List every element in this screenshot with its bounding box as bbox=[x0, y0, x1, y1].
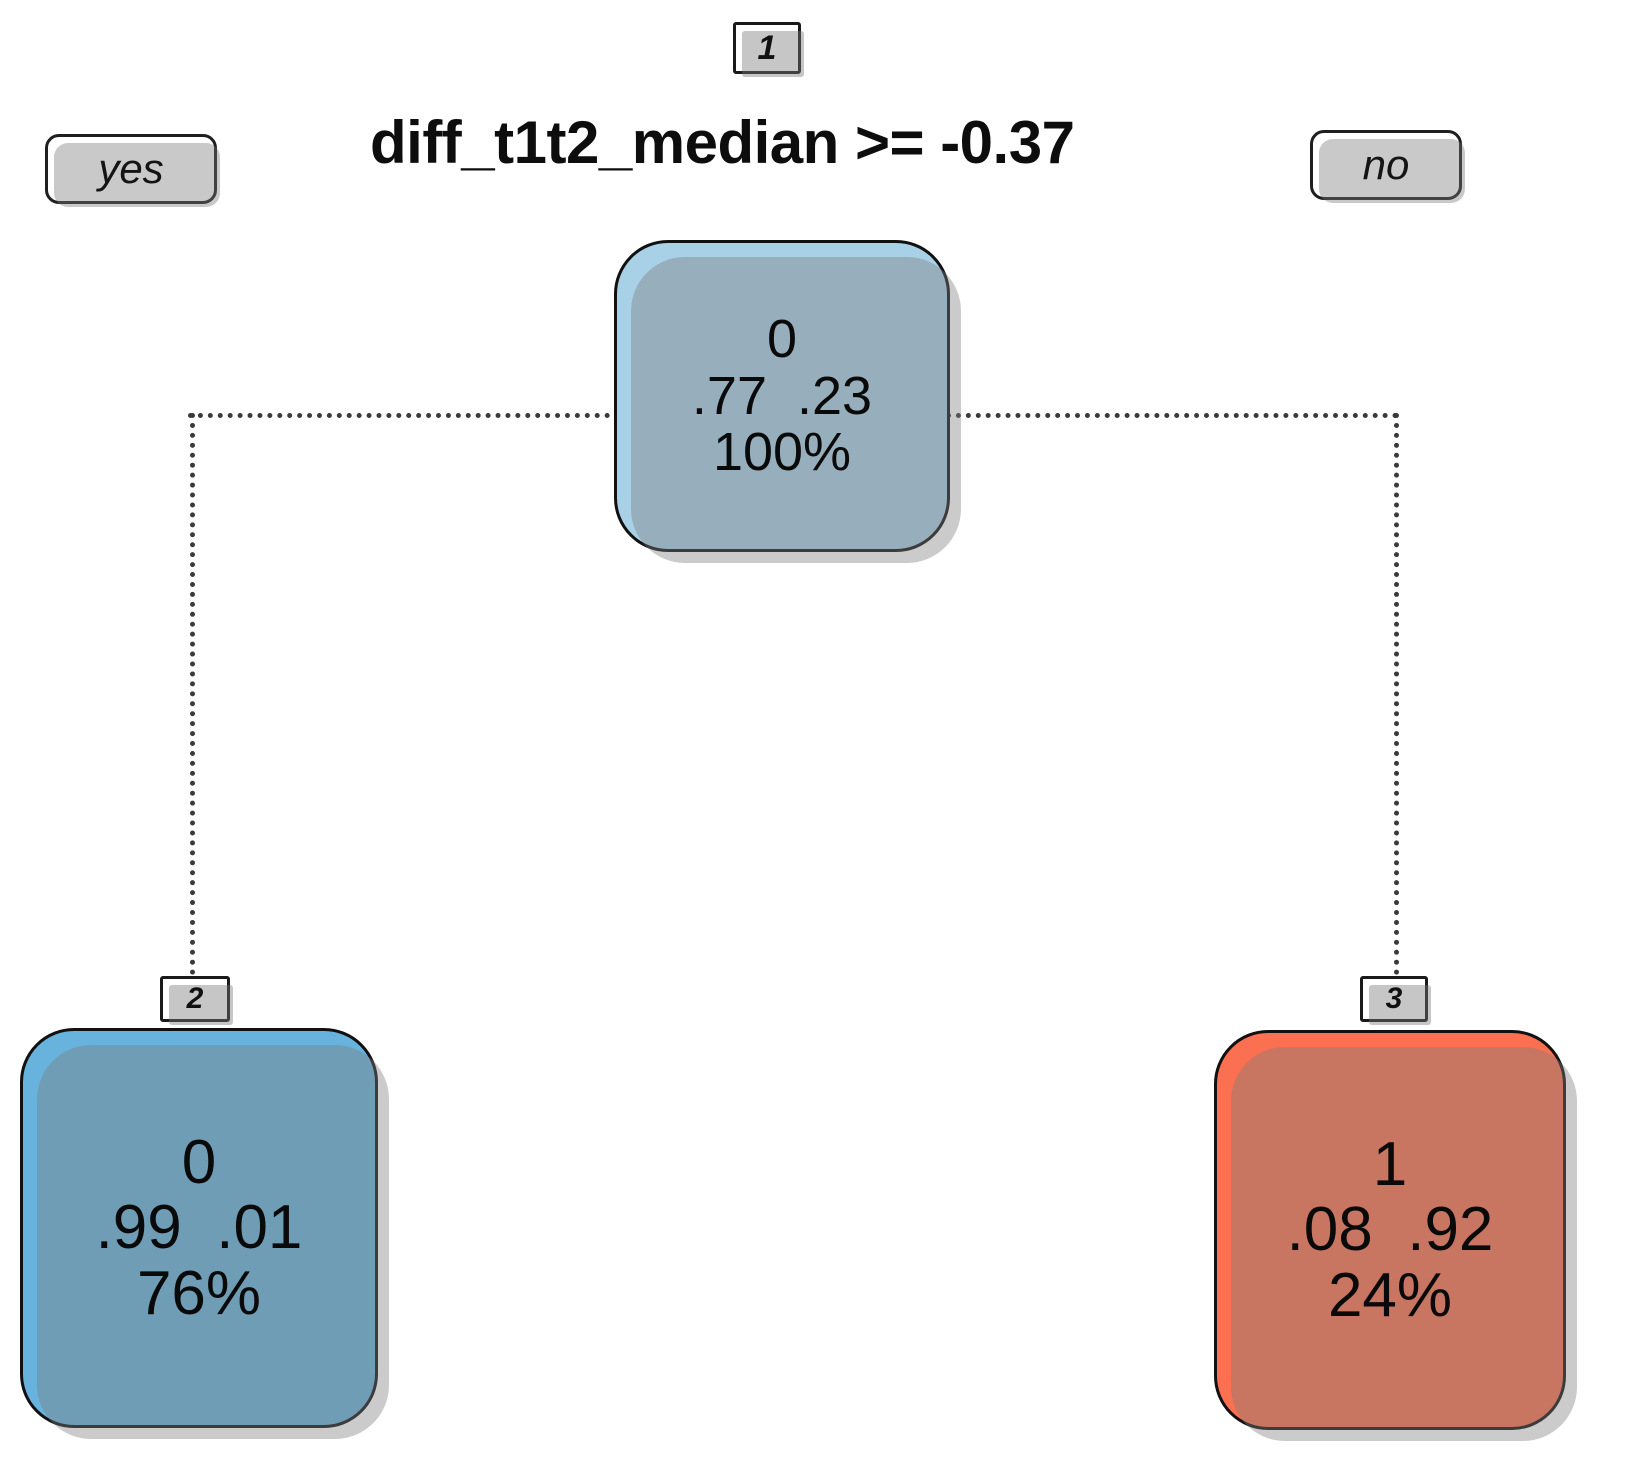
node-1-class: 0 bbox=[766, 308, 798, 369]
node-id-label: 3 bbox=[1385, 982, 1403, 1015]
node-id-label: 1 bbox=[757, 28, 777, 67]
node-1-percent: 100% bbox=[712, 422, 852, 483]
node-3-probabilities: .08 .92 bbox=[1286, 1195, 1494, 1265]
node-2-class: 0 bbox=[181, 1128, 217, 1198]
connector-left-vertical bbox=[190, 413, 195, 1015]
node-id-box-1: 1 bbox=[733, 22, 804, 77]
node-1-probabilities: .77 .23 bbox=[691, 365, 873, 426]
tree-node-3[interactable]: 1 .08 .92 24% bbox=[1214, 1030, 1577, 1441]
split-condition-label: diff_t1t2_median >= -0.37 bbox=[370, 109, 1075, 176]
tree-node-2[interactable]: 0 .99 .01 76% bbox=[20, 1028, 389, 1439]
node-2-percent: 76% bbox=[136, 1258, 262, 1328]
branch-label-yes-text: yes bbox=[98, 145, 164, 192]
node-id-box-3: 3 bbox=[1360, 976, 1431, 1025]
connector-right-horizontal bbox=[946, 413, 1398, 418]
node-id-box-2: 2 bbox=[160, 976, 233, 1025]
node-3-class: 1 bbox=[1372, 1130, 1408, 1200]
node-2-probabilities: .99 .01 bbox=[95, 1193, 303, 1263]
branch-label-no: no bbox=[1310, 130, 1465, 203]
branch-label-yes: yes bbox=[45, 134, 220, 207]
tree-node-1[interactable]: 0 .77 .23 100% bbox=[614, 240, 961, 563]
node-id-label: 2 bbox=[186, 982, 204, 1015]
branch-label-no-text: no bbox=[1362, 141, 1410, 188]
connector-left-horizontal bbox=[188, 413, 620, 418]
connector-right-vertical bbox=[1394, 413, 1399, 1015]
node-3-percent: 24% bbox=[1327, 1260, 1453, 1330]
